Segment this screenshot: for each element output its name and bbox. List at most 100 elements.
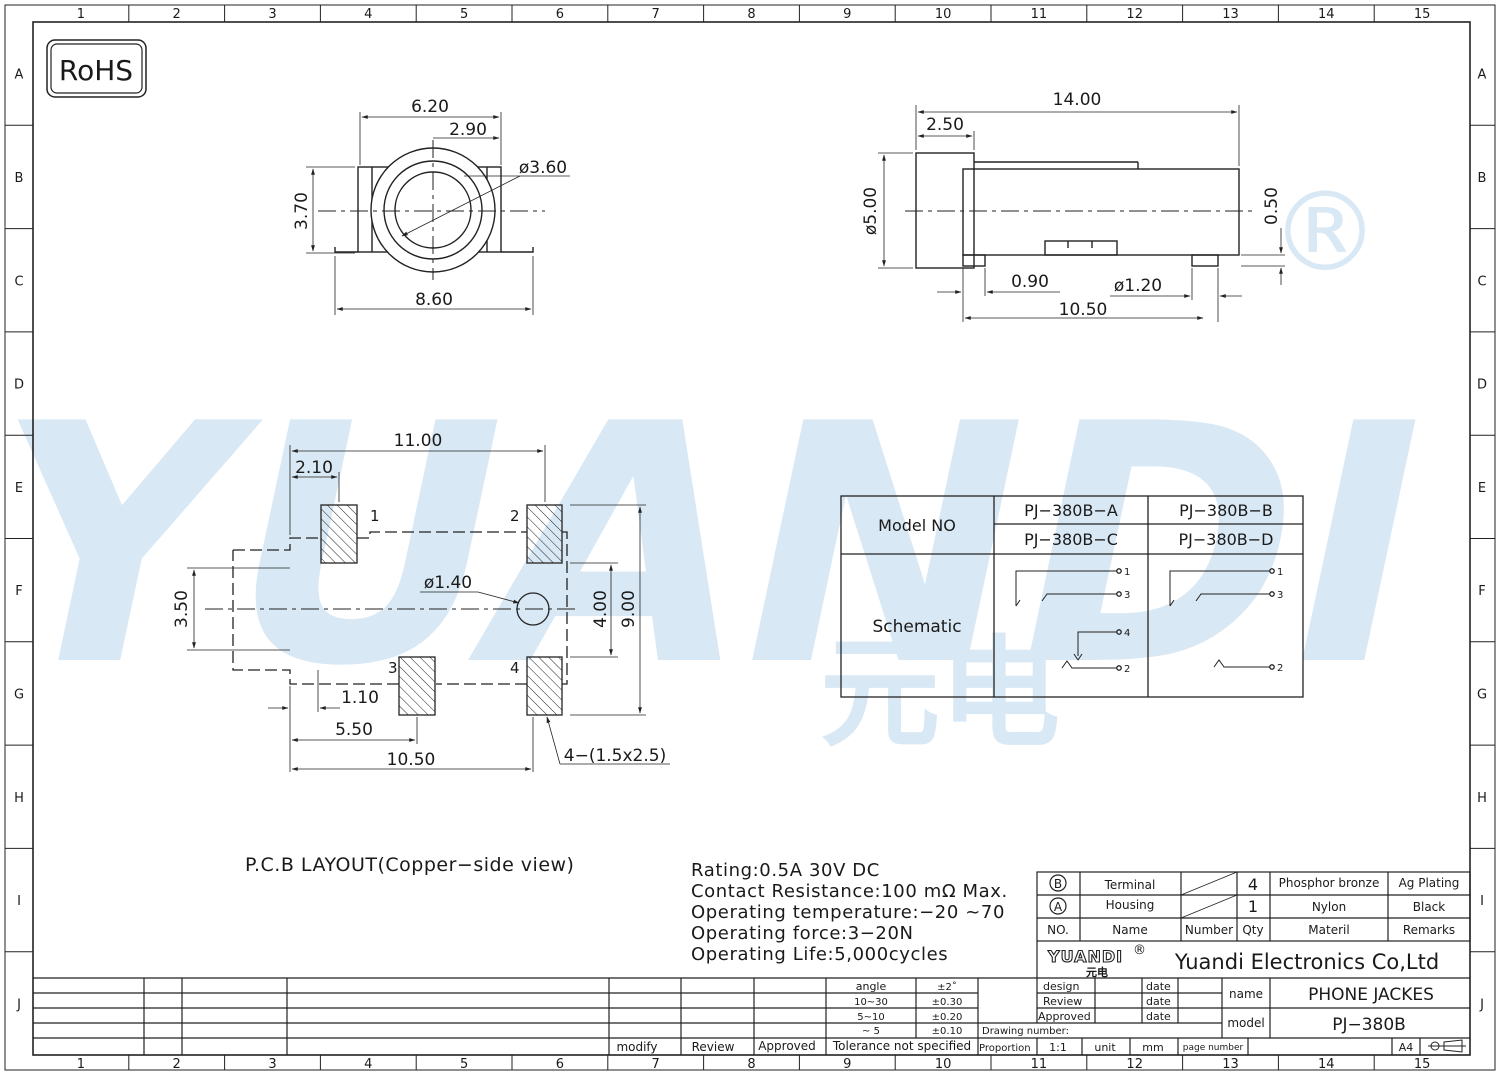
company-name: Yuandi Electronics Co,Ltd xyxy=(1174,950,1439,974)
tb-drawing-number: Drawing number: xyxy=(982,1026,1069,1037)
spec-rating: Rating:0.5A 30V DC xyxy=(691,860,880,881)
front-dim-offset: 2.90 xyxy=(449,120,487,140)
title-logo-sub: 元电 xyxy=(1086,965,1108,979)
bom-row-a-material: Nylon xyxy=(1312,900,1346,914)
zone-col-label-bottom: 15 xyxy=(1414,1057,1431,1072)
zone-col-label-top: 10 xyxy=(935,7,952,22)
zone-col-label-top: 2 xyxy=(173,7,181,22)
model-no-label: Model NO xyxy=(878,516,956,535)
front-dim-overall-width: 6.20 xyxy=(411,97,449,117)
spec-temperature: Operating temperature:−20 ~70 xyxy=(691,902,1005,923)
zone-col-label-bottom: 3 xyxy=(268,1057,276,1072)
zone-col-label-bottom: 11 xyxy=(1031,1057,1048,1072)
bom-row-b-material: Phosphor bronze xyxy=(1279,876,1380,890)
schem-left-pin-3: 3 xyxy=(1124,590,1130,601)
pcb-pin-3: 3 xyxy=(388,659,398,677)
zone-col-label-bottom: 8 xyxy=(747,1057,755,1072)
zone-row-label-right: I xyxy=(1480,894,1484,909)
tb-date-2: date xyxy=(1146,995,1171,1008)
model-c: PJ−380B−C xyxy=(1024,530,1118,549)
model-table xyxy=(840,495,1304,698)
tb-design: design xyxy=(1043,980,1080,993)
side-dim-length: 14.00 xyxy=(1053,90,1102,110)
zone-row-label-right: H xyxy=(1477,791,1487,806)
tb-unit-value: mm xyxy=(1142,1041,1163,1054)
pcb-dim-pad-span: 4.00 xyxy=(591,590,611,628)
zone-col-label-top: 11 xyxy=(1031,7,1048,22)
zone-labels: 1122334455667788991010111112121313141415… xyxy=(14,7,1487,1072)
zone-col-label-top: 12 xyxy=(1126,7,1143,22)
zone-row-label-left: D xyxy=(14,378,24,393)
schem-right-pin-2: 2 xyxy=(1277,663,1283,674)
pcb-dim-width: 11.00 xyxy=(394,431,443,451)
tol-range-1: 10~30 xyxy=(854,997,888,1008)
zone-col-label-bottom: 13 xyxy=(1222,1057,1239,1072)
front-dim-bore: ø3.60 xyxy=(519,158,567,178)
zone-row-label-right: J xyxy=(1479,997,1484,1012)
zone-col-label-top: 7 xyxy=(652,7,660,22)
zone-ticks xyxy=(5,5,1495,1070)
bom-row-a-qty: 1 xyxy=(1248,897,1258,916)
zone-col-label-bottom: 2 xyxy=(173,1057,181,1072)
front-view xyxy=(306,112,570,315)
tb-page-number: page number xyxy=(1183,1043,1244,1053)
pcb-pin-1: 1 xyxy=(370,507,380,525)
zone-col-label-bottom: 7 xyxy=(652,1057,660,1072)
front-dim-base-width: 8.60 xyxy=(415,290,453,310)
zone-col-label-top: 15 xyxy=(1414,7,1431,22)
side-view xyxy=(878,105,1285,322)
schem-left-pin-1: 1 xyxy=(1124,567,1130,578)
bom-row-a-no: A xyxy=(1054,900,1063,914)
title-logo-text: YUANDI xyxy=(1047,947,1123,966)
tol-value-1: ±0.30 xyxy=(932,997,963,1008)
tb-proportion: Proportion xyxy=(979,1043,1031,1054)
bom-row-b-no: B xyxy=(1054,877,1062,891)
model-d: PJ−380B−D xyxy=(1178,530,1273,549)
zone-col-label-bottom: 5 xyxy=(460,1057,468,1072)
model-b: PJ−380B−B xyxy=(1179,501,1273,520)
tb-unit: unit xyxy=(1094,1041,1116,1054)
zone-row-label-left: I xyxy=(17,894,21,909)
schem-left-pin-2: 2 xyxy=(1124,664,1130,675)
pcb-caption: P.C.B LAYOUT(Copper−side view) xyxy=(245,854,574,876)
zone-row-label-right: E xyxy=(1478,481,1486,496)
tb-approved: Approved xyxy=(1038,1010,1091,1023)
zone-row-label-right: A xyxy=(1478,68,1487,83)
zone-col-label-bottom: 9 xyxy=(843,1057,851,1072)
rev-review: Review xyxy=(692,1040,735,1054)
zone-row-label-right: C xyxy=(1477,274,1486,289)
zone-row-label-right: B xyxy=(1478,171,1487,186)
zone-row-label-right: F xyxy=(1478,584,1485,599)
bom-row-b-qty: 4 xyxy=(1248,875,1258,894)
title-logo: YUANDI ® 元电 xyxy=(1046,943,1146,979)
title-block xyxy=(33,941,1470,1055)
tb-date-1: date xyxy=(1146,980,1171,993)
tol-range-0: angle xyxy=(856,980,887,993)
side-dim-pin-diameter: ø1.20 xyxy=(1114,276,1162,296)
bom-header-remarks: Remarks xyxy=(1403,923,1455,937)
side-dim-pin-offset: 0.90 xyxy=(1011,272,1049,292)
bom-row-a-name: Housing xyxy=(1106,898,1155,912)
pcb-pin-4: 4 xyxy=(510,659,520,677)
pcb-dim-overall-height: 9.00 xyxy=(619,590,639,628)
pcb-dim-hole: ø1.40 xyxy=(424,573,472,593)
zone-col-label-top: 3 xyxy=(268,7,276,22)
tb-sheet-size: A4 xyxy=(1399,1041,1414,1054)
tol-value-0: ±2˚ xyxy=(937,981,957,993)
tb-date-3: date xyxy=(1146,1010,1171,1023)
front-dim-height: 3.70 xyxy=(292,192,312,230)
rohs-label: RoHS xyxy=(59,54,133,87)
watermark-sub: 元电 xyxy=(820,625,1060,764)
pcb-dim-edge-offset: 1.10 xyxy=(341,688,379,708)
spec-life: Operating Life:5,000cycles xyxy=(691,944,948,965)
registered-mark: ® xyxy=(1270,168,1380,296)
title-logo-registered: ® xyxy=(1133,943,1146,958)
zone-col-label-top: 6 xyxy=(556,7,564,22)
zone-col-label-top: 1 xyxy=(77,7,85,22)
projection-symbol-icon xyxy=(1428,1039,1466,1053)
side-dim-diameter: ø5.00 xyxy=(861,187,881,235)
zone-col-label-bottom: 12 xyxy=(1126,1057,1143,1072)
pcb-dim-length: 10.50 xyxy=(387,750,436,770)
outer-border xyxy=(4,4,1496,1071)
